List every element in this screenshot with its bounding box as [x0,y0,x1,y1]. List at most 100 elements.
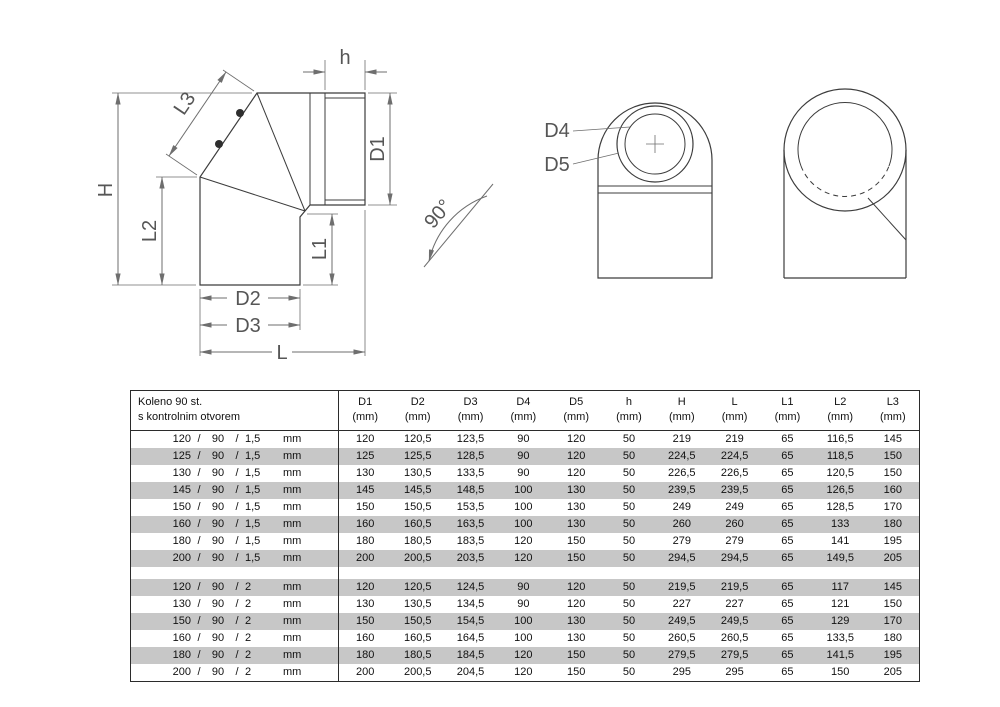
cell-L: 249,5 [720,615,749,627]
cell-D2: 150,5 [403,501,432,513]
spec-table-wrap: Koleno 90 st. s kontrolnim otvorem D1(mm… [130,390,920,682]
cell-H: 279,5 [668,649,696,661]
cell-h: 50 [622,649,636,661]
column-header-D3: D3(mm) [444,390,497,431]
cell-L1: 65 [781,632,794,644]
cell-D1: 180 [355,649,375,661]
cell-h: 50 [622,518,636,530]
cell-L3: 150 [883,598,902,610]
cell-D2: 160,5 [403,518,432,530]
cell-D3: 154,5 [456,615,485,627]
table-title-line2: s kontrolnim otvorem [138,411,241,423]
dimension-label-angle: 90° [420,195,456,232]
cell-L: 239,5 [720,484,749,496]
cell-D4: 100 [514,615,533,627]
cell-h: 50 [622,433,636,445]
cell-D4: 90 [517,581,530,593]
cell-L2: 129 [831,615,850,627]
cell-D2: 120,5 [403,433,432,445]
cell-h: 50 [622,467,636,479]
cell-D3: 163,5 [456,518,485,530]
cell-L2: 116,5 [826,433,854,445]
cell-D1: 145 [355,484,375,496]
cell-L1: 65 [781,484,794,496]
cell-L2: 149,5 [826,552,854,564]
cell-D3: 184,5 [456,649,485,661]
column-header-D4: D4(mm) [496,390,550,431]
cell-D2: 200,5 [403,552,432,564]
cell-h: 50 [622,581,636,593]
miter-seam-upper [256,92,306,212]
cell-L: 224,5 [720,450,749,462]
cell-D4: 90 [517,598,530,610]
cell-D1: 125 [355,450,375,462]
cell-D5: 150 [566,649,586,661]
cell-L: 294,5 [720,552,749,564]
cell-D5: 120 [566,581,586,593]
cell-L3: 205 [883,552,902,564]
cell-L3: 170 [883,615,902,627]
cell-D5: 130 [566,484,586,496]
cell-D2: 150,5 [403,615,432,627]
cell-L1: 65 [781,598,794,610]
cell-L2: 121 [831,598,850,610]
cell-L3: 195 [883,535,902,547]
opening-inner-circle [624,113,686,175]
side-rim-hidden-arc [800,165,890,197]
column-header-D5: D5(mm) [549,390,603,431]
cell-L3: 180 [883,518,902,530]
cell-L2: 117 [831,581,849,593]
cell-L3: 145 [883,433,902,445]
cell-D1: 120 [355,433,375,445]
cell-D5: 120 [566,433,586,445]
column-header-H: H(mm) [655,390,709,431]
miter-seam-lower [199,176,306,212]
cell-D2: 145,5 [403,484,432,496]
cell-D5: 120 [566,598,586,610]
cell-D4: 90 [517,433,530,445]
cell-h: 50 [622,484,636,496]
cell-D2: 130,5 [403,467,432,479]
cell-D2: 180,5 [403,649,432,661]
dimension-label-D3: D3 [235,315,261,337]
cell-L1: 65 [781,581,794,593]
cell-H: 260 [672,518,691,530]
separator-cell [130,567,339,579]
cell-L: 279 [725,535,744,547]
table-header-row: Koleno 90 st. s kontrolnim otvorem D1(mm… [130,390,920,431]
cell-h: 50 [622,552,636,564]
cell-L1: 65 [781,433,794,445]
side-rim-inner-arc [797,101,893,167]
column-header-h: h(mm) [602,390,656,431]
cell-L2: 150 [831,666,850,678]
cell-H: 227 [672,598,691,610]
cell-L1: 65 [781,666,794,678]
cell-L: 219 [725,433,744,445]
cell-L3: 150 [883,450,902,462]
cell-H: 219 [672,433,691,445]
cell-L3: 160 [883,484,902,496]
cell-D1: 200 [355,666,375,678]
cell-D5: 120 [566,467,586,479]
cell-D5: 150 [566,535,586,547]
cell-D4: 120 [514,535,533,547]
cell-h: 50 [622,632,636,644]
cell-L2: 126,5 [826,484,854,496]
cell-D3: 183,5 [456,535,485,547]
cell-D2: 160,5 [403,632,432,644]
ext-line [222,69,255,92]
dimension-label-L2: L2 [139,220,161,242]
cell-L3: 180 [883,632,902,644]
